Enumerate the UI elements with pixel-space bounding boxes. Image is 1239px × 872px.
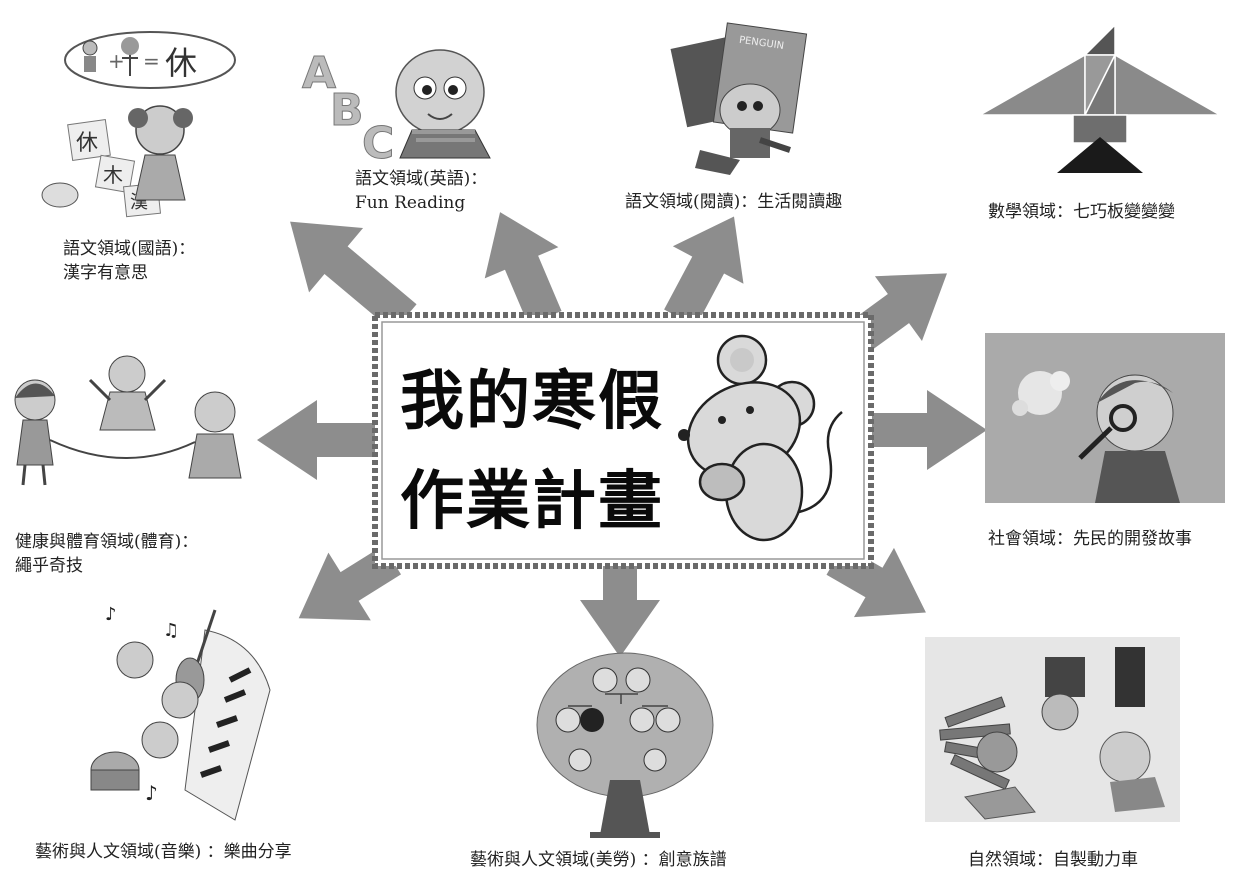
music-kids-icon: ♪ ♫ ♪: [90, 604, 271, 821]
char-xiu: 休: [165, 44, 197, 82]
caption-chinese: 語文領域(國語)： 漢字有意思: [63, 237, 195, 285]
caption-chinese-line2: 漢字有意思: [63, 263, 148, 283]
caption-science: 自然領域：自製動力車: [968, 848, 1138, 872]
caption-social-line1: 社會領域：先民的開發故事: [988, 529, 1192, 549]
caption-english-line2: Fun Reading: [355, 193, 466, 213]
equals-glyph: =: [143, 49, 160, 73]
arrow-to-pe: [257, 400, 382, 480]
arrow-to-reading: [664, 216, 744, 327]
center-title-box: 我的寒假 作業計畫: [372, 312, 874, 569]
caption-music-line1: 藝術與人文領域(音樂) ：樂曲分享: [35, 842, 292, 862]
caption-english-line1: 語文領域(英語)：: [355, 169, 488, 189]
caption-english: 語文領域(英語)： Fun Reading: [355, 167, 487, 215]
abc-baby-icon: A B C: [302, 48, 491, 160]
arrow-to-art: [580, 562, 660, 657]
jump-rope-kids-icon: [14, 355, 242, 486]
caption-pe: 健康與體育領域(體育)： 繩乎奇技: [15, 530, 198, 578]
chinese-characters-girl-icon: + = 休 休 木 漢: [41, 31, 236, 218]
letter-b: B: [330, 85, 364, 136]
tangram-bird-icon: [977, 25, 1223, 173]
plus-glyph: +: [108, 49, 125, 73]
mouse-mascot-icon: [678, 334, 843, 542]
caption-music: 藝術與人文領域(音樂) ：樂曲分享: [35, 840, 292, 864]
title-line-2: 作業計畫: [400, 465, 664, 539]
caption-math-line1: 數學領域：七巧板變變變: [988, 202, 1175, 222]
letter-a: A: [302, 48, 336, 99]
title-line-1: 我的寒假: [400, 365, 664, 439]
caption-chinese-line1: 語文領域(國語)：: [63, 239, 196, 259]
caption-pe-line1: 健康與體育領域(體育)：: [15, 532, 199, 552]
arrow-to-english: [484, 212, 562, 326]
caption-science-line1: 自然領域：自製動力車: [968, 850, 1138, 870]
reading-rabbit-icon: PENGUIN: [670, 22, 808, 175]
arrow-to-social: [872, 390, 987, 470]
music-note: ♪: [105, 604, 117, 625]
caption-reading: 語文領域(閱讀)：生活閱讀趣: [625, 190, 842, 214]
explorer-boy-icon: [985, 333, 1225, 503]
music-note-3: ♪: [145, 781, 158, 805]
caption-reading-line1: 語文領域(閱讀)：生活閱讀趣: [625, 192, 843, 212]
letter-c: C: [362, 118, 394, 160]
card-char-mu: 木: [103, 163, 123, 187]
power-car-crafts-icon: [925, 637, 1180, 822]
caption-art-line1: 藝術與人文領域(美勞) ：創意族譜: [470, 850, 727, 870]
arrow-to-chinese: [290, 221, 417, 332]
caption-math: 數學領域：七巧板變變變: [988, 200, 1175, 224]
family-tree-icon: [536, 652, 714, 838]
music-note-2: ♫: [163, 620, 179, 641]
caption-social: 社會領域：先民的開發故事: [988, 527, 1192, 551]
caption-art: 藝術與人文領域(美勞) ：創意族譜: [470, 848, 727, 872]
caption-pe-line2: 繩乎奇技: [15, 556, 83, 576]
card-char-xiu: 休: [76, 131, 98, 156]
